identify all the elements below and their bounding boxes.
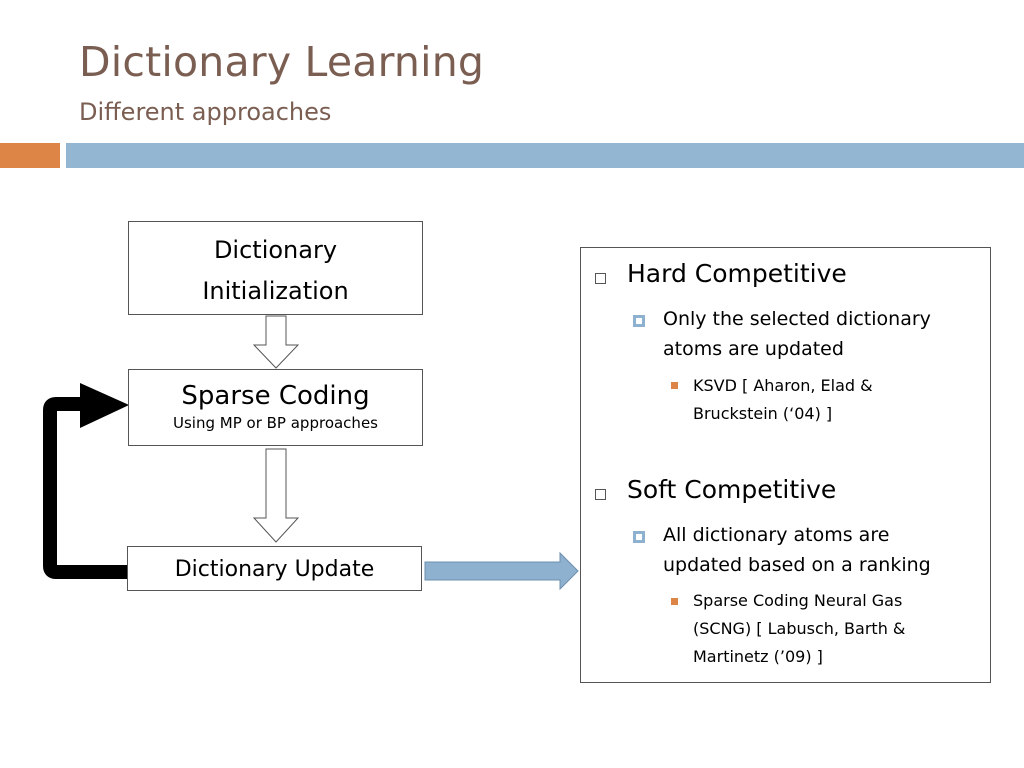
dictionary-update-label: Dictionary Update [174, 557, 375, 582]
header-divider-bar [66, 143, 1024, 168]
hard-competitive-heading: Hard Competitive [627, 259, 847, 288]
soft-competitive-reference: Sparse Coding Neural Gas (SCNG) [ Labusc… [693, 591, 906, 666]
hollow-square-icon [595, 273, 606, 284]
sparse-coding-note: Using MP or BP approaches [173, 414, 378, 432]
init-label-line2: Initialization [202, 277, 349, 305]
loop-arrow-head [80, 383, 129, 428]
sparse-coding-label: Sparse Coding [181, 381, 370, 411]
slide-subtitle: Different approaches [79, 98, 332, 126]
dictionary-initialization-box: Dictionary Initialization [128, 221, 423, 315]
slide-title: Dictionary Learning [79, 38, 485, 86]
filled-square-icon [671, 382, 678, 389]
init-label-line1: Dictionary [213, 236, 338, 264]
soft-competitive-heading: Soft Competitive [627, 475, 837, 504]
hard-competitive-detail: Only the selected dictionary atoms are u… [663, 308, 931, 360]
dictionary-update-box: Dictionary Update [127, 546, 422, 591]
loop-arrow-path [43, 397, 128, 579]
approaches-panel: Hard Competitive Only the selected dicti… [580, 247, 991, 683]
soft-competitive-detail: All dictionary atoms are updated based o… [663, 524, 931, 576]
framed-square-icon [633, 531, 645, 543]
down-arrow-1 [252, 315, 300, 369]
down-arrow-2 [252, 448, 300, 543]
framed-square-icon [633, 315, 645, 327]
sparse-coding-box: Sparse Coding Using MP or BP approaches [128, 369, 423, 446]
right-arrow [424, 551, 579, 591]
header-accent-bar [0, 143, 60, 168]
hollow-square-icon [595, 489, 606, 500]
filled-square-icon [671, 598, 678, 605]
hard-competitive-reference: KSVD [ Aharon, Elad & Bruckstein (‘04) ] [693, 376, 873, 423]
